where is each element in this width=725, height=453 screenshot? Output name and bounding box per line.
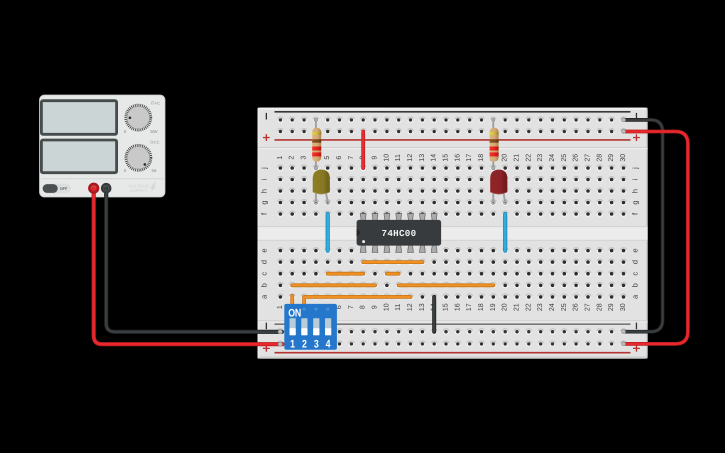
svg-text:19: 19 (490, 303, 497, 311)
svg-text:8: 8 (360, 305, 367, 309)
svg-text:16: 16 (454, 154, 461, 162)
svg-text:6: 6 (336, 305, 343, 309)
svg-text:10: 10 (383, 303, 390, 311)
svg-text:i: i (260, 178, 269, 180)
svg-text:d: d (631, 260, 640, 264)
svg-text:e: e (260, 249, 269, 253)
svg-text:25: 25 (561, 154, 568, 162)
svg-text:2: 2 (302, 338, 307, 350)
svg-text:j: j (631, 167, 640, 170)
svg-text:18: 18 (478, 154, 485, 162)
svg-text:VC: VC (155, 101, 161, 105)
svg-text:29: 29 (608, 154, 615, 162)
svg-text:24: 24 (549, 303, 556, 311)
svg-text:c: c (631, 272, 640, 276)
svg-text:SUPPLY: SUPPLY (130, 188, 148, 193)
svg-text:7: 7 (348, 156, 355, 160)
svg-text:a: a (260, 294, 269, 299)
svg-text:b: b (260, 283, 269, 287)
svg-text:6: 6 (336, 156, 343, 160)
svg-text:5A: 5A (151, 168, 156, 173)
svg-text:i: i (631, 178, 640, 180)
svg-text:74HC00: 74HC00 (382, 228, 417, 239)
svg-text:e: e (631, 249, 640, 253)
svg-text:3: 3 (301, 156, 308, 160)
svg-text:14: 14 (431, 154, 438, 162)
svg-text:j: j (260, 167, 269, 170)
svg-text:d: d (260, 260, 269, 264)
svg-text:18: 18 (478, 303, 485, 311)
svg-text:h: h (631, 189, 640, 193)
svg-text:28: 28 (596, 154, 603, 162)
svg-text:20: 20 (502, 303, 509, 311)
svg-text:12: 12 (407, 303, 414, 311)
svg-text:ON: ON (288, 308, 301, 320)
svg-text:24: 24 (549, 154, 556, 162)
svg-text:11: 11 (395, 303, 402, 310)
svg-text:15: 15 (443, 303, 450, 311)
svg-text:0: 0 (124, 129, 127, 134)
svg-text:23: 23 (537, 303, 544, 311)
svg-text:16: 16 (454, 303, 461, 311)
svg-text:f: f (631, 212, 640, 215)
svg-text:30V: 30V (150, 129, 158, 134)
svg-text:17: 17 (466, 303, 473, 311)
svg-text:11: 11 (395, 154, 402, 161)
svg-text:30: 30 (620, 154, 627, 162)
svg-text:17: 17 (466, 154, 473, 162)
svg-text:CC: CC (154, 141, 160, 145)
svg-text:22: 22 (525, 303, 532, 311)
svg-text:15: 15 (443, 154, 450, 162)
svg-text:3: 3 (314, 338, 319, 350)
svg-text:25: 25 (561, 303, 568, 311)
svg-text:30: 30 (620, 303, 627, 311)
svg-text:9: 9 (372, 156, 379, 160)
svg-text:0: 0 (124, 168, 127, 173)
svg-text:5: 5 (324, 156, 331, 160)
svg-text:OFF: OFF (60, 187, 68, 191)
svg-text:4: 4 (326, 338, 332, 350)
svg-text:26: 26 (573, 303, 580, 311)
svg-text:26: 26 (573, 154, 580, 162)
svg-text:2: 2 (289, 156, 296, 160)
svg-text:9: 9 (372, 305, 379, 309)
svg-text:10: 10 (383, 154, 390, 162)
svg-text:27: 27 (585, 303, 592, 311)
svg-text:21: 21 (514, 154, 521, 162)
svg-text:7: 7 (348, 305, 355, 309)
svg-text:29: 29 (608, 303, 615, 311)
svg-text:a: a (631, 294, 640, 299)
svg-text:1: 1 (277, 305, 284, 309)
svg-text:23: 23 (537, 154, 544, 162)
svg-text:13: 13 (419, 154, 426, 162)
svg-text:27: 27 (585, 154, 592, 162)
svg-text:g: g (260, 200, 269, 204)
svg-text:VOLTAGE: VOLTAGE (128, 183, 149, 188)
svg-text:1: 1 (290, 338, 295, 350)
svg-text:22: 22 (525, 154, 532, 162)
svg-text:21: 21 (514, 303, 521, 311)
svg-text:20: 20 (502, 154, 509, 162)
svg-text:1: 1 (277, 156, 284, 160)
svg-text:b: b (631, 283, 640, 287)
svg-text:28: 28 (596, 303, 603, 311)
svg-text:c: c (260, 272, 269, 276)
svg-text:h: h (260, 189, 269, 193)
svg-text:f: f (260, 212, 269, 215)
svg-text:12: 12 (407, 154, 414, 162)
svg-text:g: g (631, 200, 640, 204)
svg-text:13: 13 (419, 303, 426, 311)
